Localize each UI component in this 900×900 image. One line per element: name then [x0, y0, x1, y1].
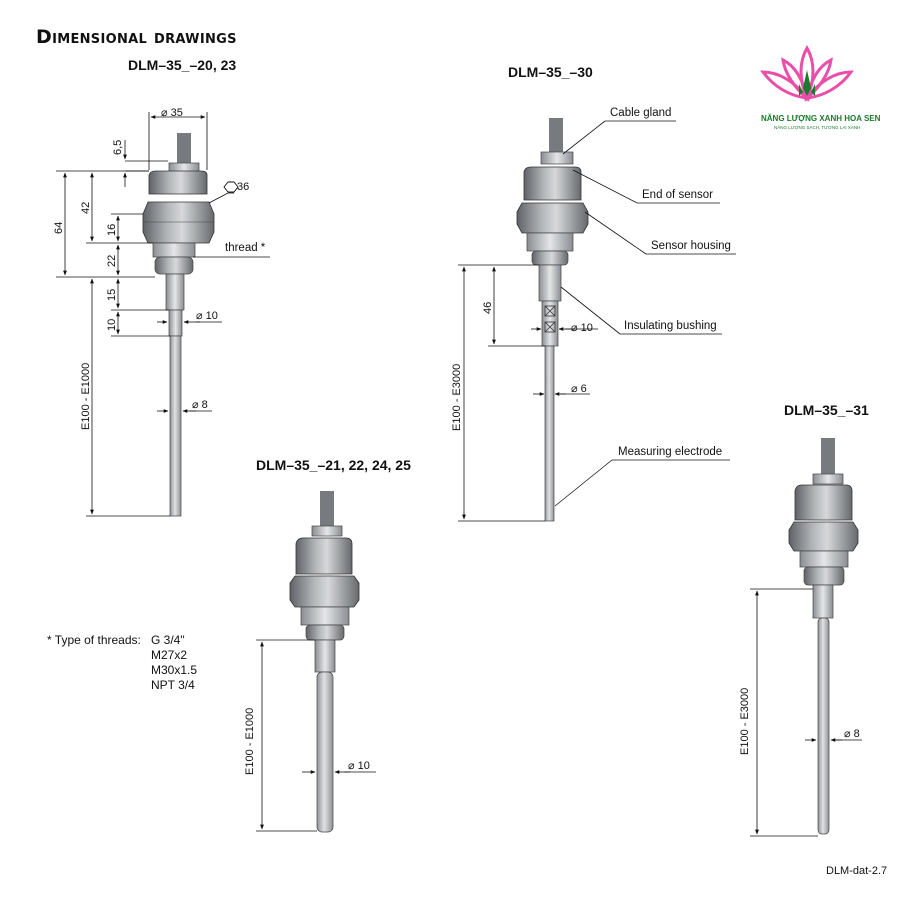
document-code: DLM-dat-2.7 — [826, 865, 888, 877]
dim-height-22: 22 — [106, 254, 118, 267]
dim-height-46: 46 — [482, 301, 494, 314]
lotus-logo-icon — [760, 44, 854, 102]
dim-diameter-8-b: ⌀ 8 — [844, 728, 860, 740]
dim-height-64: 64 — [53, 221, 65, 234]
sensor-dlm-31 — [788, 438, 859, 835]
label-measuring-electrode: Measuring electrode — [618, 446, 723, 458]
dim-diameter-8-a: ⌀ 8 — [192, 399, 208, 411]
dim-height-15: 15 — [106, 288, 118, 301]
model-heading-30: DLM–35_–30 — [508, 64, 593, 80]
label-end-of-sensor: End of sensor — [642, 189, 713, 201]
sensor-dlm-21-22-24-25 — [289, 491, 360, 833]
dim-length-e1000-b: E100 - E1000 — [244, 707, 256, 775]
model-heading-21-22-24-25: DLM–35_–21, 22, 24, 25 — [256, 457, 411, 473]
logo-slogan-text: NĂNG LƯỢNG SẠCH, TƯƠNG LAI XANH — [774, 125, 861, 130]
sensor-dlm-30 — [516, 118, 589, 522]
thread-type-item: NPT 3/4 — [151, 678, 195, 692]
dim-length-e3000-b: E100 - E3000 — [739, 687, 751, 755]
logo-brand-text: NĂNG LƯỢNG XANH HOA SEN — [761, 114, 881, 123]
dim-diameter-10-a: ⌀ 10 — [196, 310, 218, 322]
sensor-dlm-20-23 — [142, 133, 215, 517]
dim-height-16: 16 — [106, 223, 118, 236]
hexagon-icon — [223, 181, 239, 193]
thread-type-item: M27x2 — [151, 648, 188, 662]
label-sensor-housing: Sensor housing — [651, 240, 731, 252]
model-heading-20-23: DLM–35_–20, 23 — [128, 57, 237, 73]
page-title: Dimensional drawings — [36, 26, 237, 48]
label-cable-gland: Cable gland — [610, 107, 672, 119]
dimension-lines-4 — [750, 588, 862, 837]
thread-type-item: M30x1.5 — [151, 663, 198, 677]
model-heading-31: DLM–35_–31 — [784, 402, 869, 418]
thread-type-list: G 3/4" M27x2 M30x1.5 NPT 3/4 — [151, 633, 197, 693]
label-insulating-bushing: Insulating bushing — [624, 320, 717, 332]
thread-types-heading: * Type of threads: — [47, 633, 141, 647]
dim-diameter-10-c: ⌀ 10 — [348, 760, 370, 772]
dim-diameter-6: ⌀ 6 — [571, 383, 587, 395]
dim-height-10: 10 — [106, 318, 118, 331]
dim-length-e3000-a: E100 - E3000 — [451, 363, 463, 431]
thread-label: thread * — [225, 242, 266, 254]
dim-diameter-10-b: ⌀ 10 — [571, 322, 593, 334]
dimension-lines-1 — [56, 112, 270, 517]
dimension-lines-3 — [256, 639, 376, 832]
dim-height-42: 42 — [80, 201, 92, 214]
dim-hex-36: 36 — [237, 181, 250, 193]
dim-diameter-35: ⌀ 35 — [161, 107, 183, 119]
thread-type-item: G 3/4" — [151, 633, 185, 647]
dim-length-e1000-a: E100 - E1000 — [80, 362, 92, 430]
dim-height-6-5: 6,5 — [112, 139, 124, 155]
dimension-lines-2 — [458, 120, 736, 522]
